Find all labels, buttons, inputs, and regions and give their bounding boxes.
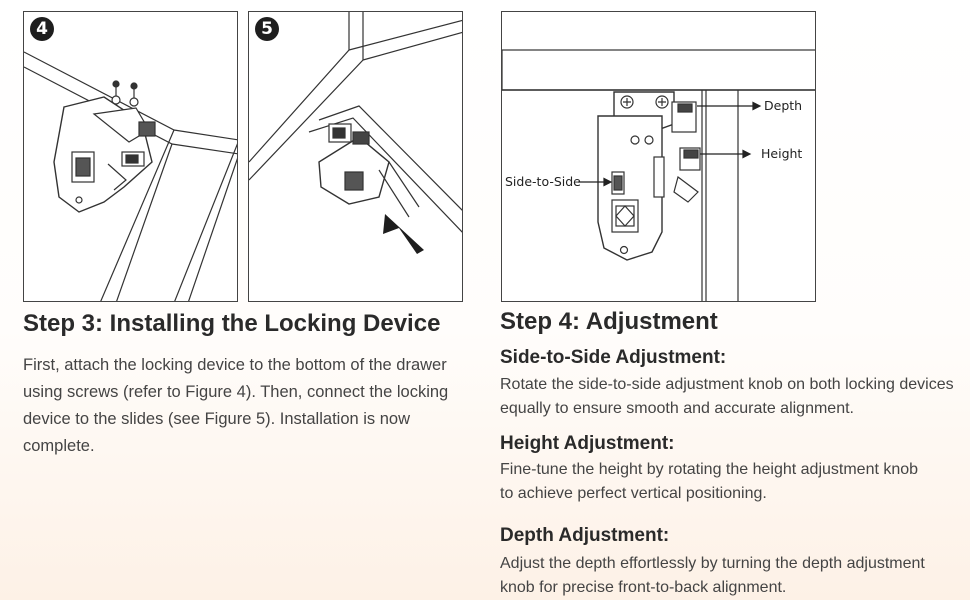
step4-title: Step 4: Adjustment bbox=[500, 308, 718, 335]
depth-heading: Depth Adjustment: bbox=[500, 525, 670, 546]
figure-5-illustration bbox=[249, 12, 462, 254]
side-to-side-callout-label: Side-to-Side bbox=[505, 174, 581, 189]
depth-callout-label: Depth bbox=[764, 98, 803, 113]
side-to-side-heading: Side-to-Side Adjustment: bbox=[500, 347, 727, 368]
figure-4-panel: 4 bbox=[23, 11, 238, 302]
step3-body: First, attach the locking device to the … bbox=[23, 356, 449, 455]
adjustment-figure-panel: Depth Height Side-to-Side bbox=[501, 11, 816, 302]
adjustment-illustration bbox=[502, 49, 815, 301]
height-text: Fine-tune the height by rotating the hei… bbox=[500, 461, 919, 502]
side-to-side-text: Rotate the side-to-side adjustment knob … bbox=[500, 376, 954, 417]
figure-4-illustration bbox=[24, 51, 237, 301]
insert-direction-arrow-icon bbox=[383, 214, 424, 254]
step3-title: Step 3: Installing the Locking Device bbox=[23, 310, 441, 337]
figure-4-badge: 4 bbox=[30, 17, 54, 41]
figure-5-panel: 5 bbox=[248, 11, 463, 302]
height-callout-label: Height bbox=[761, 146, 803, 161]
figure-5-badge: 5 bbox=[255, 17, 279, 41]
depth-text: Adjust the depth effortlessly by turning… bbox=[500, 555, 925, 596]
height-heading: Height Adjustment: bbox=[500, 433, 675, 454]
